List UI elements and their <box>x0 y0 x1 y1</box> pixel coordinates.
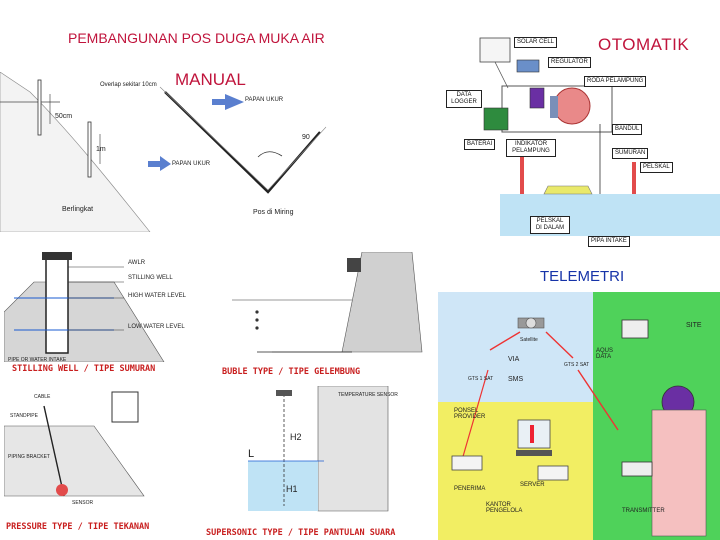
stilling-label-3: HIGH WATER LEVEL <box>128 293 187 299</box>
gts2-label: GTS 2 SAT <box>564 362 590 368</box>
supersonic-label-4: H1 <box>286 484 298 494</box>
stilling-well-tube <box>45 257 69 354</box>
arrow-papan-ukur-2 <box>160 156 171 171</box>
site-logger-box <box>621 319 649 339</box>
indikator-label: INDIKATOR PELAMPUNG <box>506 139 556 157</box>
staff-gauge-2 <box>87 121 92 178</box>
penerima-label: PENERIMA <box>454 486 486 492</box>
manual-heading: MANUAL <box>175 70 246 89</box>
pelskal-label: PELSKAL <box>640 162 673 173</box>
pressure-sensor <box>56 484 68 496</box>
satellite-label: Satellite <box>520 337 538 343</box>
transmitter-label: TRANSMITTER <box>622 508 665 514</box>
channel-v-shape <box>164 91 321 194</box>
aqua-label: AQUS DATA <box>596 348 614 360</box>
bandul-label: BANDUL <box>612 124 643 135</box>
supersonic-water <box>248 461 318 511</box>
pressure-label-2: STANDPIPE <box>10 413 38 419</box>
stilling-label-2: STILLING WELL <box>128 275 173 281</box>
supersonic-label-3: L <box>248 448 255 460</box>
telemetri-sky <box>438 292 593 402</box>
via-label: VIA <box>508 356 520 363</box>
kantor-panel <box>438 402 593 540</box>
page-title: PEMBANGUNAN POS DUGA MUKA AIR <box>68 30 325 46</box>
telemetri-heading: TELEMETRI <box>540 268 625 285</box>
stilling-well-diagram <box>4 252 165 362</box>
m50-label: 50cm <box>55 113 73 120</box>
pressure-house <box>111 391 139 423</box>
stilling-caption: STILLING WELL / TIPE SUMURAN <box>12 364 156 374</box>
sumuran-label: SUMURAN <box>612 148 649 159</box>
float-wheel <box>553 87 591 125</box>
kantor-label: KANTOR PENGELOLA <box>486 502 523 514</box>
ponsel-label: PONSEL PROVIDER <box>454 408 486 420</box>
telemetri-diagram <box>438 292 720 540</box>
supersonic-label-2: H2 <box>290 432 302 442</box>
pressure-bank <box>4 425 145 497</box>
stilling-label-5: PIPE OR WATER INTAKE <box>8 357 67 363</box>
papan-ukur-label-2: PAPAN UKUR <box>172 161 211 167</box>
solar-panel <box>479 37 511 63</box>
awlr-house <box>42 252 72 260</box>
arrow-papan-ukur-1 <box>225 94 244 110</box>
pipa-intake-label: PIPA INTAKE <box>588 236 630 247</box>
baterai-label: BATERAI <box>464 139 496 150</box>
data-logger-box <box>529 87 545 109</box>
server-device <box>537 465 569 481</box>
staff-gauge-1 <box>37 79 42 136</box>
intake-chamber <box>543 185 593 195</box>
roda-pelampung-label: RODA PELAMPUNG <box>584 76 647 87</box>
site-well <box>651 409 707 537</box>
standpipe-line <box>43 405 65 497</box>
m1-label: 1m <box>96 146 106 153</box>
pressure-diagram <box>4 391 145 497</box>
pressure-label-1: CABLE <box>34 394 51 400</box>
stilling-label-1: AWLR <box>128 260 146 266</box>
berlingkat-label: Berlingkat <box>62 206 94 213</box>
buble-caption: BUBLE TYPE / TIPE GELEMBUNG <box>222 367 361 377</box>
battery-box <box>483 107 509 131</box>
pos-miring-label: Pos di Miring <box>253 209 294 216</box>
papan-ukur-label-1: PAPAN UKUR <box>245 97 284 103</box>
penerima-device <box>451 455 483 471</box>
pressure-caption: PRESSURE TYPE / TIPE TEKANAN <box>6 522 150 532</box>
otomatik-heading: OTOMATIK <box>598 35 690 54</box>
deg90-label: 90 <box>302 134 310 141</box>
stilling-label-4: LOW WATER LEVEL <box>128 324 185 330</box>
pelskal-dalam-label: PELSKAL DI DALAM <box>530 216 570 234</box>
supersonic-diagram <box>248 386 389 512</box>
solar-cell-label: SOLAR CELL <box>514 37 558 48</box>
site-label: SITE <box>686 322 702 329</box>
supersonic-label-1: TEMPERATURE SENSOR <box>338 392 398 398</box>
pressure-label-4: SENSOR <box>72 500 94 506</box>
overlap-label: Overlap sekitar 10cm <box>100 82 157 88</box>
buble-diagram <box>232 252 423 353</box>
regulator-label: REGULATOR <box>548 57 591 68</box>
server-label: SERVER <box>520 482 545 488</box>
sms-label: SMS <box>508 376 524 383</box>
supersonic-wall <box>317 386 389 512</box>
pressure-label-3: PIPING BRACKET <box>8 454 50 460</box>
regulator-box <box>516 59 540 73</box>
supersonic-caption: SUPERSONIC TYPE / TIPE PANTULAN SUARA <box>206 528 396 538</box>
transmitter-box <box>621 461 653 477</box>
data-logger-label: DATA LOGGER <box>446 90 482 108</box>
supersonic-sensor <box>276 390 292 396</box>
buble-house <box>347 258 361 272</box>
manual-diagram <box>0 72 327 232</box>
gts1-label: GTS 1 SAT <box>468 376 494 382</box>
